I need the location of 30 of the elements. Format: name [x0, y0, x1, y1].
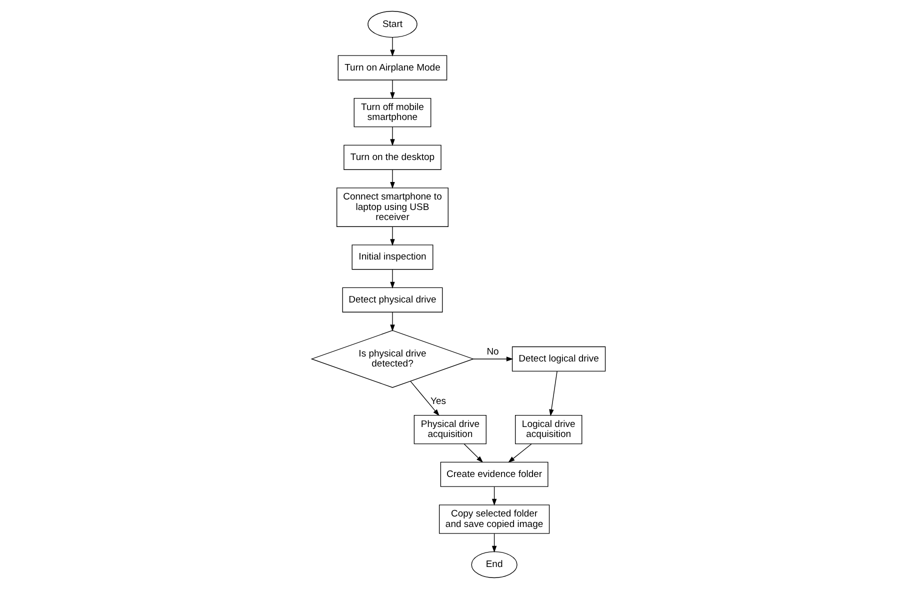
node-ellipse: Start: [367, 10, 417, 38]
node-box: Logical drive acquisition: [514, 414, 582, 444]
node-box: Detect physical drive: [342, 287, 442, 312]
node-box: Turn on Airplane Mode: [337, 55, 447, 80]
arrow: [390, 312, 394, 332]
arrow: [491, 486, 496, 506]
node-box: Connect smartphone to laptop using USB receiver: [336, 188, 448, 227]
node-ellipse: End: [470, 551, 517, 578]
edge-label: Yes: [430, 396, 446, 407]
arrow: [390, 169, 394, 189]
node-box: Turn off mobile smartphone: [353, 98, 431, 128]
arrow: [491, 533, 496, 553]
arrow: [548, 371, 557, 416]
node-box: Create evidence folder: [440, 462, 548, 487]
node-diamond: Is physical drive detected?: [310, 330, 474, 388]
node-box: Copy selected folder and save copied image: [438, 504, 550, 534]
arrow: [463, 444, 483, 463]
arrow: [390, 226, 394, 246]
node-box: Turn on the desktop: [343, 144, 441, 170]
node-box: Initial inspection: [351, 244, 433, 270]
node-box: Detect logical drive: [511, 346, 606, 372]
arrow: [410, 380, 439, 416]
edge-label: No: [486, 346, 498, 358]
arrow: [390, 126, 394, 146]
arrow: [390, 37, 394, 57]
arrow: [472, 356, 513, 362]
arrow: [508, 444, 532, 463]
node-box: Physical drive acquisition: [413, 414, 486, 444]
arrow: [390, 269, 394, 289]
arrow: [390, 80, 394, 100]
